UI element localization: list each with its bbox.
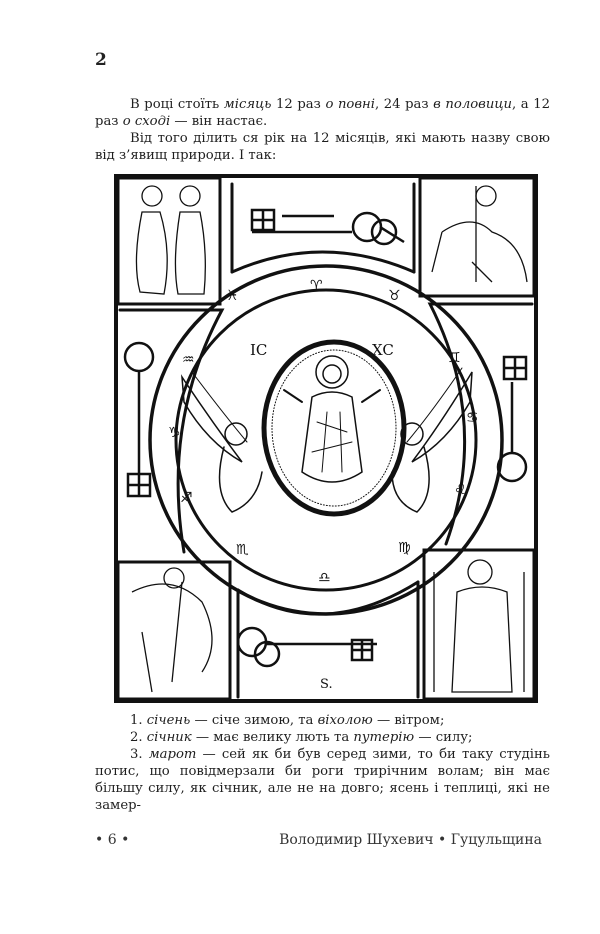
monogram-ic: IC bbox=[250, 341, 267, 359]
text-run: , 24 раз bbox=[374, 97, 434, 112]
text-run: В році стоїть bbox=[130, 97, 224, 112]
zodiac-aquarius-icon: ♒ bbox=[182, 352, 195, 368]
bottom-mark: S. bbox=[320, 677, 333, 692]
zodiac-scorpio-icon: ♏ bbox=[236, 542, 249, 558]
text-run: , а 12 раз bbox=[95, 97, 550, 129]
italic-term: о сході bbox=[122, 114, 171, 129]
zodiac-capricorn-icon: ♑ bbox=[168, 425, 181, 441]
entry-number: 3. bbox=[130, 747, 143, 762]
month-name: січник bbox=[146, 730, 192, 745]
italic-term: в половици bbox=[433, 97, 513, 112]
text-run: — вітром; bbox=[372, 713, 445, 728]
entry-number: 1. bbox=[130, 713, 143, 728]
source-page-number: 2 bbox=[95, 50, 107, 70]
text-run: — він настає. bbox=[170, 114, 268, 129]
month-entry-3: 3. марот — сей як би був серед зими, то … bbox=[95, 746, 550, 814]
zodiac-virgo-icon: ♍ bbox=[398, 540, 411, 556]
page-footer: • 6 • Володимир Шухевич • Гуцульщина bbox=[95, 832, 550, 852]
zodiac-taurus-icon: ♉ bbox=[388, 288, 401, 304]
woodcut-calendar-illustration: IC XC S. ♈ ♉ ♊ ♋ ♌ ♍ ♎ ♏ ♐ ♑ ♒ ♓ bbox=[112, 172, 540, 705]
zodiac-gemini-icon: ♊ bbox=[448, 350, 461, 366]
text-run: — сей як би був серед зими, то би таку с… bbox=[95, 747, 550, 813]
month-entry-2: 2. січник — має велику лють та путерію —… bbox=[95, 729, 550, 746]
intro-paragraph-2: Від того ділить ся рік на 12 місяців, як… bbox=[95, 131, 550, 163]
italic-term: путерію bbox=[353, 730, 415, 745]
zodiac-leo-icon: ♌ bbox=[454, 482, 467, 498]
calendar-wheel-figure: IC XC S. ♈ ♉ ♊ ♋ ♌ ♍ ♎ ♏ ♐ ♑ ♒ ♓ bbox=[114, 174, 538, 703]
zodiac-sagittarius-icon: ♐ bbox=[180, 490, 193, 506]
text-run: — силу; bbox=[414, 730, 473, 745]
months-list: 1. січень — січе зимою, та віхолою — віт… bbox=[95, 712, 550, 814]
zodiac-pisces-icon: ♓ bbox=[226, 288, 239, 304]
month-entry-1: 1. січень — січе зимою, та віхолою — віт… bbox=[95, 712, 550, 729]
intro-paragraph-1: В році стоїть місяць 12 раз о повні, 24 … bbox=[95, 96, 550, 130]
zodiac-cancer-icon: ♋ bbox=[466, 410, 479, 426]
italic-term: місяць bbox=[223, 97, 272, 112]
text-run: 12 раз bbox=[271, 97, 326, 112]
text-run: — має велику лють та bbox=[191, 730, 354, 745]
entry-number: 2. bbox=[130, 730, 143, 745]
zodiac-aries-icon: ♈ bbox=[310, 278, 323, 294]
monogram-xc: XC bbox=[372, 341, 394, 359]
month-name: січень bbox=[146, 713, 191, 728]
footer-running-title: Володимир Шухевич • Гуцульщина bbox=[279, 832, 542, 848]
footer-page-number: • 6 • bbox=[95, 832, 130, 848]
italic-term: віхолою bbox=[317, 713, 373, 728]
zodiac-libra-icon: ♎ bbox=[318, 570, 331, 586]
text-run: — січе зимою, та bbox=[190, 713, 318, 728]
intro-text: В році стоїть місяць 12 раз о повні, 24 … bbox=[95, 96, 550, 164]
italic-term: о повні bbox=[325, 97, 375, 112]
month-name: марот bbox=[148, 747, 197, 762]
key-icon bbox=[123, 208, 528, 668]
